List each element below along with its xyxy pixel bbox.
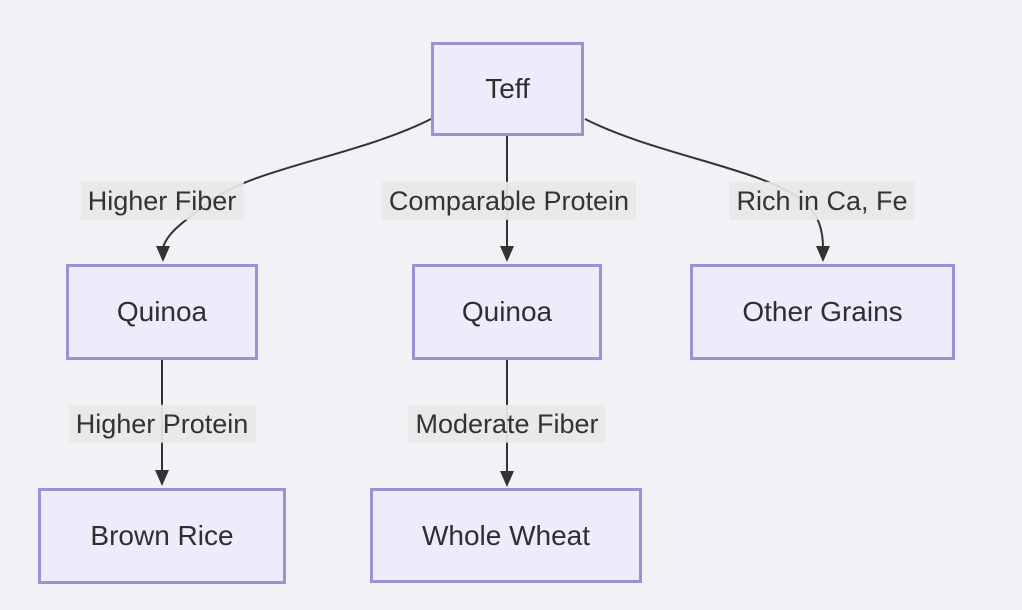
node-teff: Teff xyxy=(431,42,584,136)
edge-label-comparable-protein: Comparable Protein xyxy=(381,181,637,221)
node-quinoa-fiber: Quinoa xyxy=(66,264,258,360)
arrowhead-quinoa-protein xyxy=(500,246,514,262)
node-brown-rice: Brown Rice xyxy=(38,488,286,584)
edge-label-moderate-fiber: Moderate Fiber xyxy=(408,404,606,444)
node-quinoa-protein: Quinoa xyxy=(412,264,602,360)
node-other-grains: Other Grains xyxy=(690,264,955,360)
node-whole-wheat: Whole Wheat xyxy=(370,488,642,583)
arrowhead-whole-wheat xyxy=(500,471,514,487)
node-quinoa-protein-label: Quinoa xyxy=(461,296,553,327)
edge-label-higher-fiber: Higher Fiber xyxy=(80,181,244,221)
arrowhead-brown-rice xyxy=(155,470,169,486)
edge-label-higher-protein: Higher Protein xyxy=(68,404,256,444)
node-other-grains-label: Other Grains xyxy=(742,296,903,327)
node-quinoa-fiber-label: Quinoa xyxy=(116,296,208,327)
arrowhead-other-grains xyxy=(816,246,830,262)
node-brown-rice-label: Brown Rice xyxy=(90,520,234,551)
arrowhead-quinoa-fiber xyxy=(156,246,170,262)
node-whole-wheat-label: Whole Wheat xyxy=(421,519,591,551)
edge-label-rich-in-ca-fe: Rich in Ca, Fe xyxy=(729,181,915,221)
node-teff-label: Teff xyxy=(485,73,530,104)
